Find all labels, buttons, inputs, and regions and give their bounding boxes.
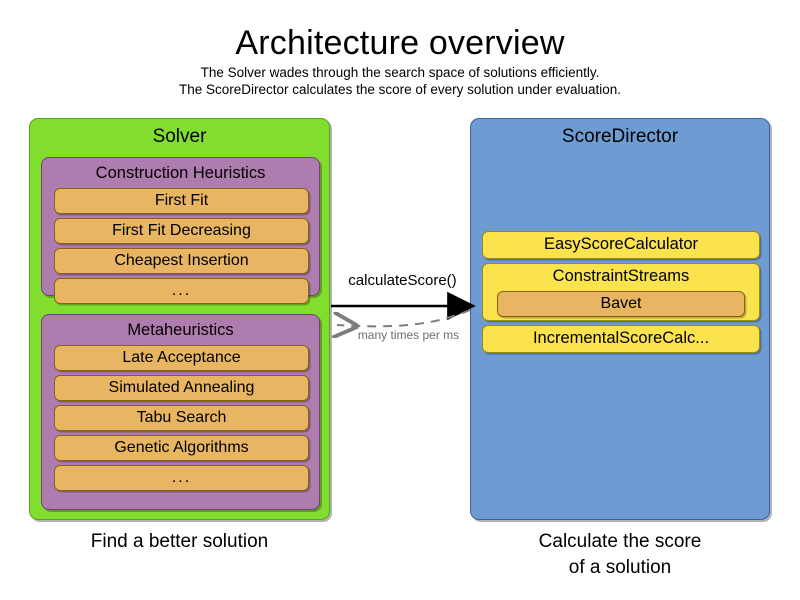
label-calculate-score: calculateScore() [348,272,457,289]
solver-panel: Solver Construction Heuristics First Fit… [29,118,330,520]
subtitle-line-2: The ScoreDirector calculates the score o… [179,82,621,97]
calculator-constraint-streams-label: ConstraintStreams [552,267,690,285]
item-late-acceptance: Late Acceptance [54,345,309,371]
item-genetic-algorithms: Genetic Algorithms [54,435,309,461]
group-title-construction-heuristics: Construction Heuristics [95,164,266,182]
calculator-easy-score-calculator: EasyScoreCalculator [482,231,760,259]
item-metaheuristics-more: ... [54,465,309,491]
subtitle-line-1: The Solver wades through the search spac… [200,65,600,80]
arrow-many-times-per-ms [337,309,471,326]
calculator-incremental-score-calculator: IncrementalScoreCalc... [482,325,760,353]
group-metaheuristics: Metaheuristics Late Acceptance Simulated… [41,314,320,510]
scoredirector-panel: ScoreDirector EasyScoreCalculator Constr… [470,118,770,520]
calculator-incremental-score-calculator-label: IncrementalScoreCalc... [532,329,710,347]
item-simulated-annealing: Simulated Annealing [54,375,309,401]
item-cheapest-insertion: Cheapest Insertion [54,248,309,274]
calculator-easy-score-calculator-label: EasyScoreCalculator [543,235,699,253]
calculator-bavet: Bavet [497,291,745,317]
item-construction-heuristics-more: ... [54,278,309,304]
page-title: Architecture overview [235,24,565,62]
item-tabu-search: Tabu Search [54,405,309,431]
caption-calculate-the-score: Calculate the score of a solution [470,529,770,581]
scoredirector-panel-title: ScoreDirector [561,126,679,147]
caption-find-a-better-solution: Find a better solution [90,531,269,552]
item-first-fit-decreasing: First Fit Decreasing [54,218,309,244]
calculator-constraint-streams: ConstraintStreams Bavet [482,263,760,321]
item-first-fit: First Fit [54,188,309,214]
caption-scoredirector-line-1: Calculate the score [538,531,702,552]
label-many-times-per-ms: many times per ms [357,328,460,342]
caption-scoredirector-line-2: of a solution [568,557,672,578]
diagram-header: Architecture overview The Solver wades t… [0,22,800,98]
group-title-metaheuristics: Metaheuristics [127,321,234,339]
group-construction-heuristics: Construction Heuristics First Fit First … [41,157,320,304]
solver-panel-title: Solver [152,126,207,147]
